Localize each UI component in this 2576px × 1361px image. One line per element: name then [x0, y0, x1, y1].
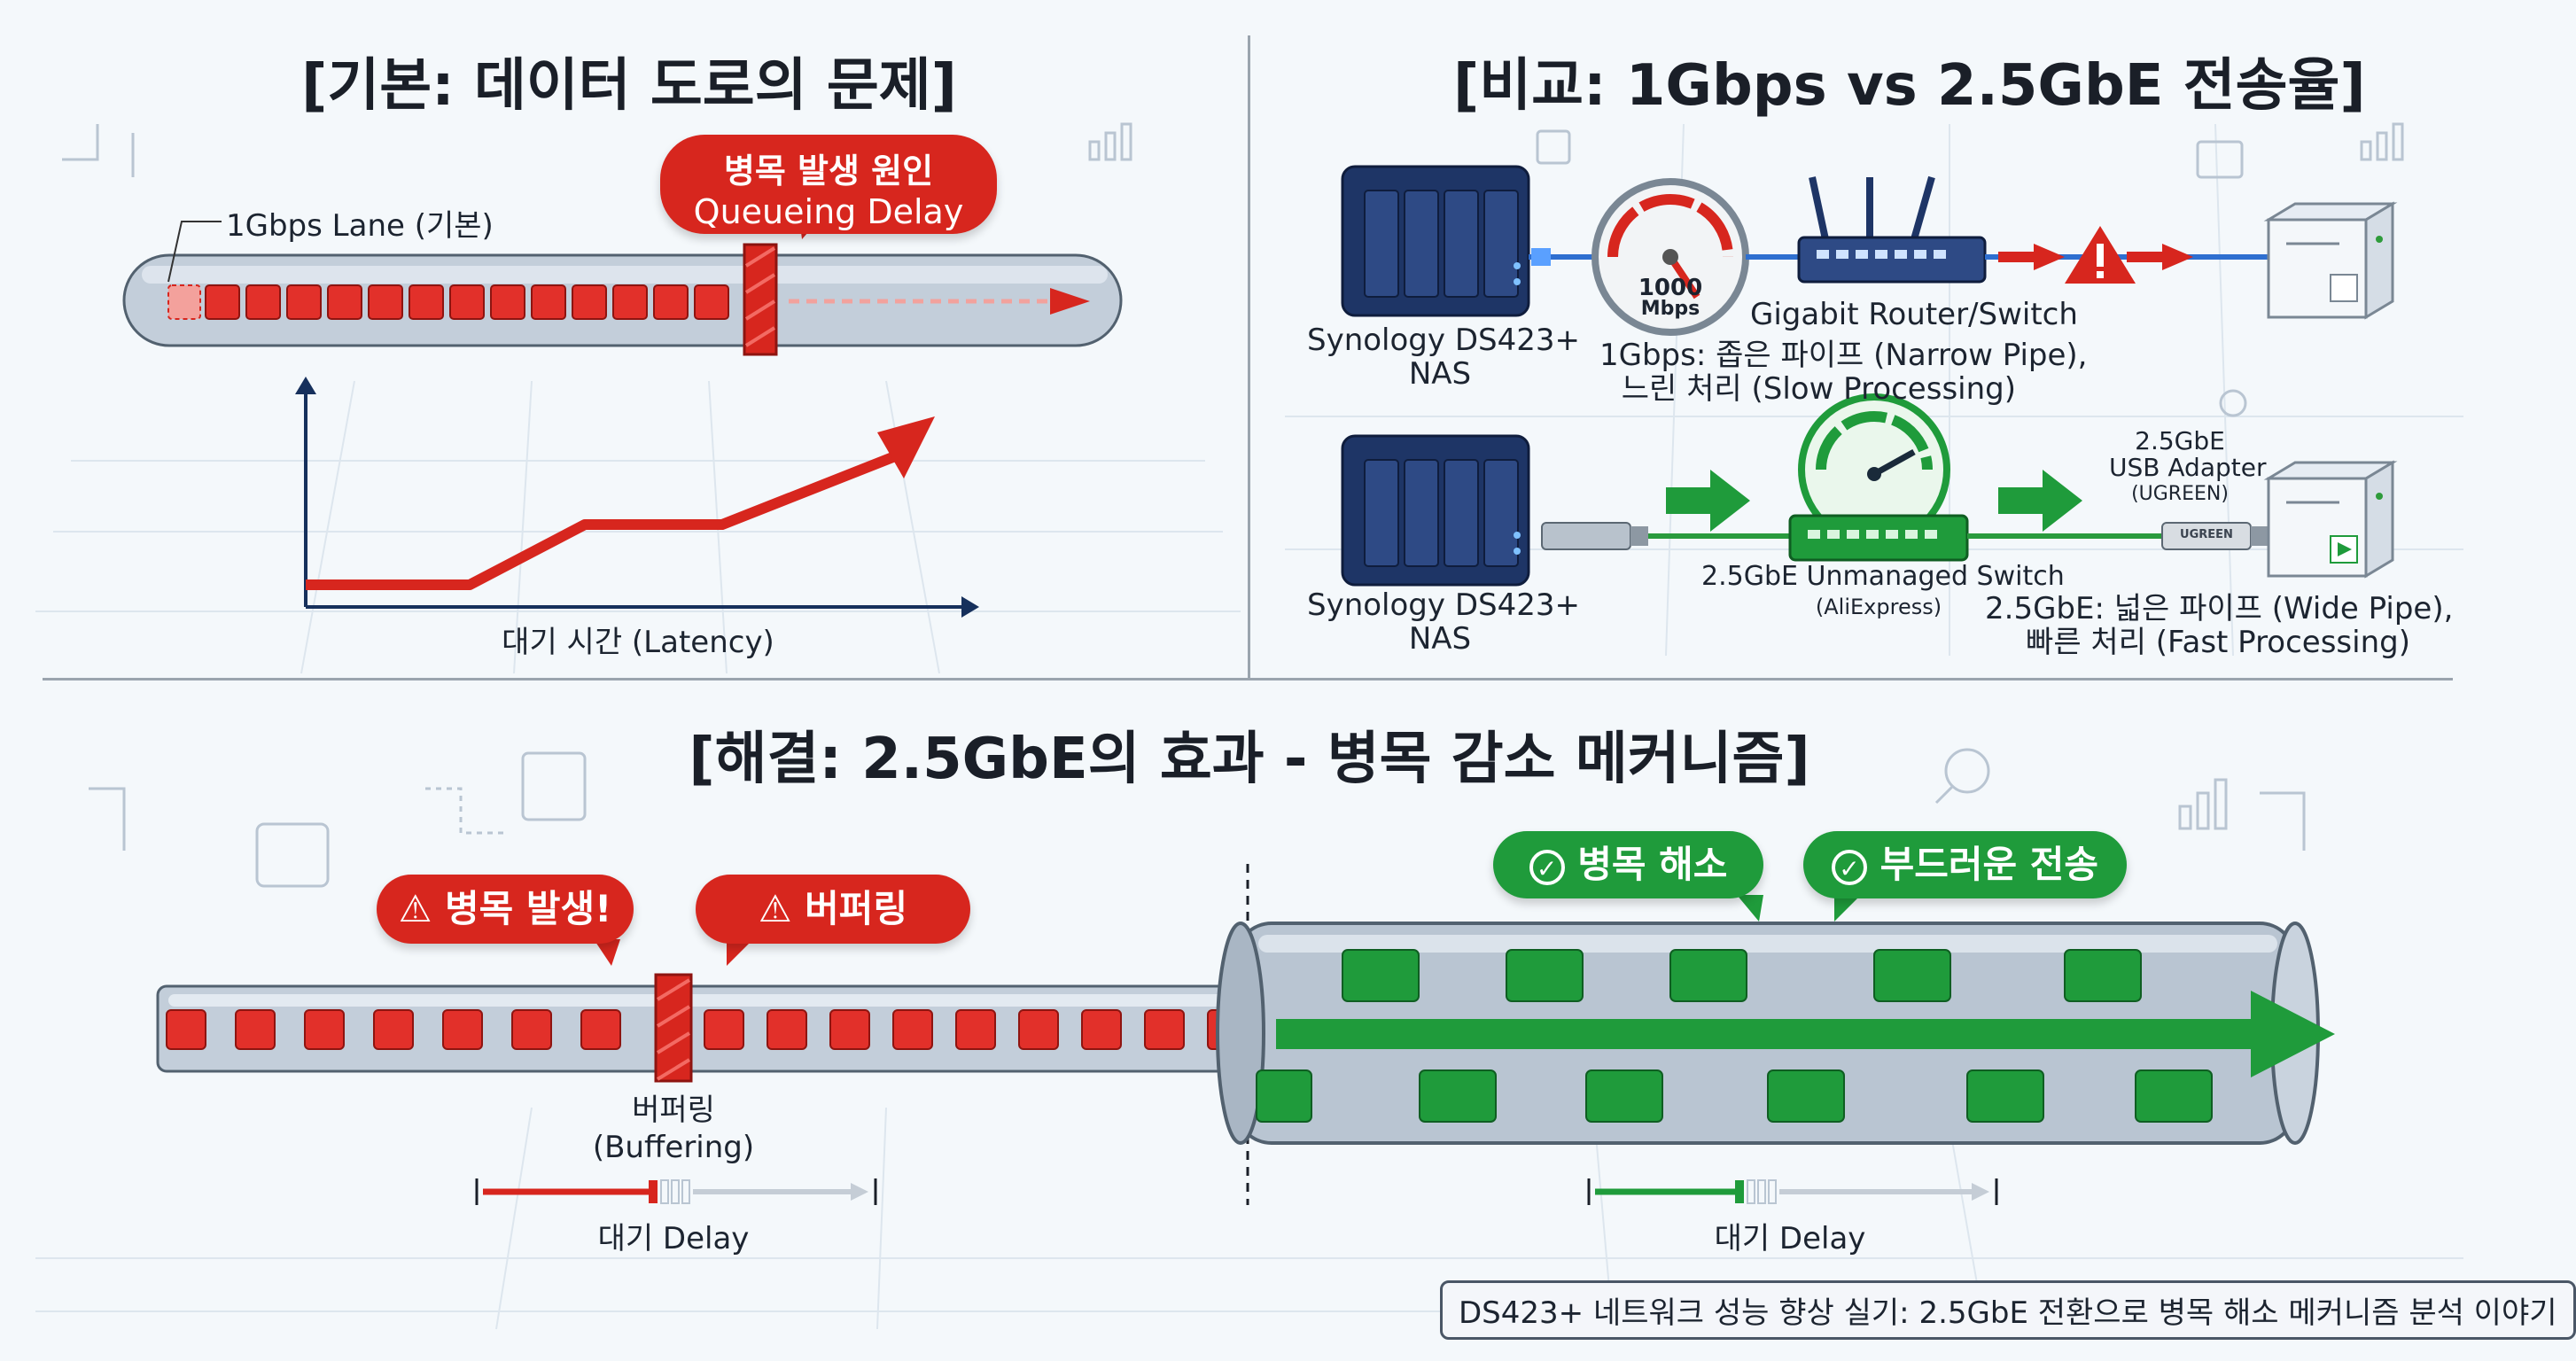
- warning-icon: ⚠: [758, 887, 792, 930]
- bottleneck-cause-bubble: 병목 발생 원인 Queueing Delay: [660, 135, 997, 234]
- usb-adapter-line2: USB Adapter: [2109, 453, 2267, 482]
- lane-label: 1Gbps Lane (기본): [226, 208, 494, 244]
- delay-bar-left: [475, 1178, 877, 1205]
- narrow-pipe-desc-line2: 느린 처리 (Slow Processing): [1621, 371, 2016, 407]
- usb-adapter-line1: 2.5GbE: [2135, 426, 2225, 455]
- buffering-label-line1: 버퍼링: [632, 1093, 715, 1128]
- basic-panel-graphic: [35, 122, 1241, 674]
- nas-top-device: [1341, 165, 1530, 317]
- narrow-pipe-desc: 1Gbps: 좁은 파이프 (Narrow Pipe), 느린 처리 (Slow…: [1599, 338, 2088, 407]
- solution-panel-title: [해결: 2.5GbE의 효과 - 병목 감소 메커니즘]: [689, 727, 1810, 792]
- gigabit-router: [1797, 175, 1987, 284]
- router-label: Gigabit Router/Switch: [1750, 297, 2078, 332]
- usb-brand-text: UGREEN: [2180, 528, 2233, 541]
- wide-pipe-arrow: [2251, 991, 2335, 1077]
- basic-panel-title: [기본: 데이터 도로의 문제]: [301, 53, 957, 119]
- unmanaged-switch: [1788, 514, 1969, 562]
- latency-trend-line: [306, 451, 898, 590]
- usb-adapter-label: 2.5GbE USB Adapter (UGREEN): [2109, 426, 2267, 508]
- nas-bottom-label: Synology DS423+ NAS: [1307, 587, 1580, 657]
- narrow-pipe-packets: [166, 1009, 1248, 1050]
- buffering-bubble: ⚠ 버퍼링: [696, 875, 970, 944]
- bottleneck-occurred-label: 병목 발생!: [444, 887, 612, 930]
- narrow-pipe-desc-line1: 1Gbps: 좁은 파이프 (Narrow Pipe),: [1599, 338, 2088, 373]
- switch-label-name: 2.5GbE Unmanaged Switch: [1701, 561, 2065, 592]
- vertical-divider: [1248, 35, 1250, 678]
- wide-pipe-desc: 2.5GbE: 넓은 파이프 (Wide Pipe), 빠른 처리 (Fast …: [1985, 591, 2454, 660]
- nas-top-label-line1: Synology DS423+: [1307, 323, 1580, 358]
- warning-icon: ⚠: [398, 887, 432, 930]
- gauge-value: 1000: [1638, 275, 1703, 301]
- pc-bottom-device: [2263, 460, 2398, 579]
- bottleneck-resolved-label: 병목 해소: [1577, 843, 1728, 886]
- delay-left-label: 대기 Delay: [597, 1221, 750, 1256]
- bottleneck-cause-line1: 병목 발생 원인: [723, 152, 934, 191]
- buffering-bubble-label: 버퍼링: [805, 887, 908, 930]
- gauge-value-label: 1000 Mbps: [1630, 276, 1710, 319]
- usb-adapter-line3: (UGREEN): [2131, 483, 2229, 505]
- queued-packets: [205, 284, 729, 320]
- smooth-transfer-label: 부드러운 전송: [1879, 843, 2099, 886]
- check-circle-icon: ✓: [1529, 849, 1565, 885]
- compare-panel-title: [비교: 1Gbps vs 2.5GbE 전송율]: [1453, 53, 2366, 119]
- delay-bar-right: [1587, 1178, 1998, 1205]
- nas-top-label: Synology DS423+ NAS: [1307, 323, 1580, 392]
- wide-pipe-desc-line1: 2.5GbE: 넓은 파이프 (Wide Pipe),: [1985, 591, 2454, 626]
- buffering-label: 버퍼링 (Buffering): [541, 1092, 806, 1166]
- nas-bottom-label-line2: NAS: [1408, 621, 1472, 657]
- check-circle-icon: ✓: [1831, 849, 1867, 885]
- bottleneck-occurred-bubble: ⚠ 병목 발생!: [377, 875, 634, 944]
- compare-panel-graphic: [1285, 122, 2463, 657]
- delay-right-label: 대기 Delay: [1714, 1221, 1866, 1256]
- nas-bottom-label-line1: Synology DS423+: [1307, 587, 1580, 623]
- pc-top-device: [2263, 201, 2398, 320]
- green-arrow-left: [1666, 470, 1750, 532]
- switch-label: 2.5GbE Unmanaged Switch (AliExpress): [1701, 561, 2065, 622]
- green-arrow-right: [1998, 470, 2082, 532]
- switch-label-source: (AliExpress): [1815, 595, 1942, 619]
- footer-caption: DS423+ 네트워크 성능 향상 실기: 2.5GbE 전환으로 병목 해소 …: [1440, 1280, 2576, 1340]
- bottleneck-resolved-bubble: ✓ 병목 해소: [1493, 831, 1763, 898]
- horizontal-divider: [43, 678, 2453, 680]
- nas-bottom-device: [1341, 434, 1530, 587]
- latency-axis-label: 대기 시간 (Latency): [502, 625, 774, 660]
- solution-panel-graphic: [35, 748, 2463, 1330]
- nas-top-label-line2: NAS: [1408, 356, 1472, 392]
- gauge-unit: Mbps: [1640, 298, 1700, 320]
- bottleneck-cause-line2: Queueing Delay: [693, 192, 964, 231]
- wide-pipe-packets: [1256, 949, 2213, 1123]
- wide-pipe-desc-line2: 빠른 처리 (Fast Processing): [2026, 625, 2410, 660]
- smooth-transfer-bubble: ✓ 부드러운 전송: [1803, 831, 2127, 898]
- buffering-label-line2: (Buffering): [592, 1130, 755, 1165]
